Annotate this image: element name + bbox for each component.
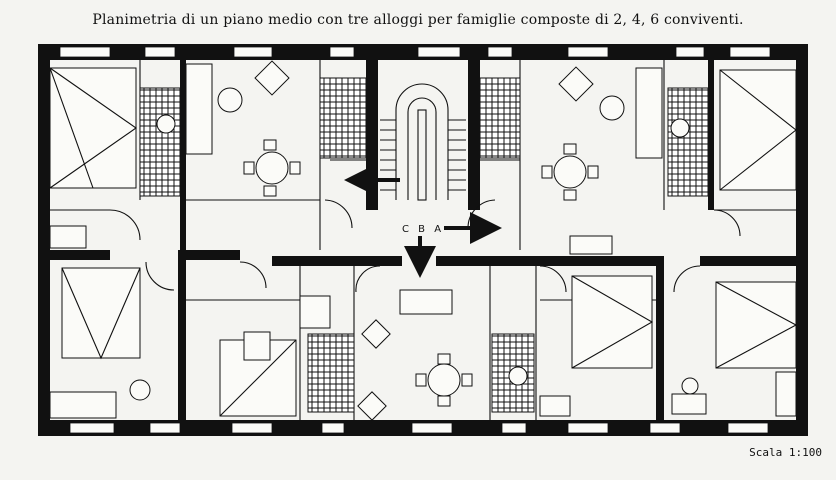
- dining-tables: [129, 87, 699, 407]
- bathrooms: [139, 77, 709, 413]
- stair: C B A: [344, 83, 502, 278]
- furniture: [49, 60, 797, 421]
- figure-caption: Planimetria di un piano medio con tre al…: [92, 12, 744, 28]
- stair-exit-labels: C B A: [402, 224, 444, 235]
- beds: [49, 67, 798, 417]
- scale-note: Scala 1:100: [749, 446, 822, 459]
- outer-walls: [38, 44, 808, 436]
